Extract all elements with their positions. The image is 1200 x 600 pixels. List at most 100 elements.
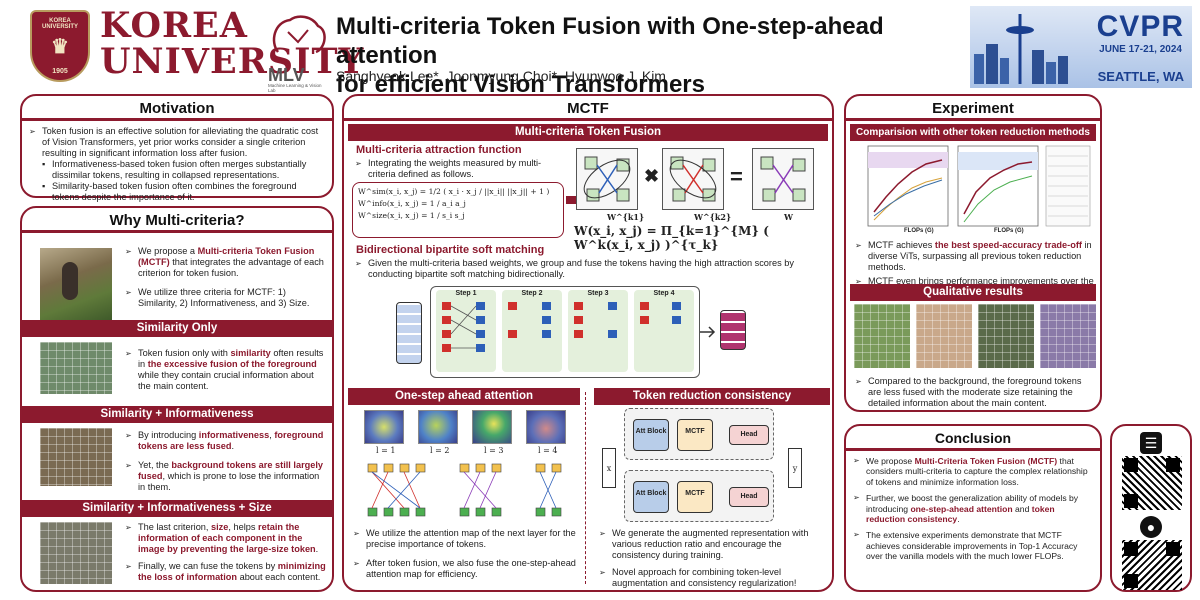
- motivation-panel: Motivation Token fusion is an effective …: [20, 94, 334, 202]
- conference-date: JUNE 17-21, 2024: [1099, 44, 1182, 55]
- equals-sign: =: [730, 164, 743, 189]
- seal-year: 1905: [52, 68, 68, 75]
- attention-maps: [364, 410, 574, 454]
- conclusion-panel: Conclusion We propose Multi-Criteria Tok…: [844, 424, 1102, 592]
- qualitative-image-1: [854, 304, 910, 368]
- input-tokens: [396, 302, 422, 364]
- qualitative-image-3: [978, 304, 1034, 368]
- motivation-point: Token fusion is an effective solution fo…: [26, 126, 324, 159]
- eq-main: W(x_i, x_j) = Π_{k=1}^{M} ( W^k(x_i, x_j…: [574, 224, 769, 252]
- weight-graph-combined: [752, 148, 814, 210]
- plot1-xlabel: FLOPs (G): [904, 228, 934, 234]
- output-y: y: [788, 448, 802, 488]
- qualitative-image-4: [1040, 304, 1096, 368]
- dog-photo: [40, 248, 112, 320]
- full-criteria-text: The last criterion, size, helps retain t…: [122, 522, 327, 583]
- similarity-informativeness-bar: Similarity + Informativeness: [22, 406, 332, 423]
- divider: [846, 118, 1100, 121]
- wk1-label: W^{k1}: [607, 212, 645, 222]
- lab-name: MLV: [268, 65, 305, 85]
- criteria-equations: W^sim(x_i, x_j) = 1/2 ( x_i · x_j / ||x_…: [352, 182, 564, 238]
- motivation-subpoint: Informativeness-based token fusion often…: [26, 159, 324, 181]
- why-title: Why Multi-criteria?: [109, 212, 245, 229]
- brain-icon: [272, 15, 326, 54]
- layer-label-4: l = 4: [538, 446, 558, 455]
- arrow-icon: [700, 326, 716, 338]
- github-icon: ●: [1140, 516, 1162, 538]
- why-multi-criteria-panel: Why Multi-criteria? We propose a Multi-c…: [20, 206, 334, 592]
- experiment-title: Experiment: [932, 100, 1014, 117]
- paper-qr-code[interactable]: [1122, 456, 1182, 510]
- comparison-point-1: MCTF achieves the best speed-accuracy tr…: [852, 240, 1096, 273]
- w-label: W: [784, 212, 793, 222]
- tiger-icon: ♛: [51, 36, 69, 58]
- conference-name: CVPR: [1096, 10, 1184, 43]
- att-block-2: Att Block: [633, 481, 669, 513]
- eq-similarity: W^sim(x_i, x_j) = 1/2 ( x_i · x_j / ||x_…: [358, 187, 550, 196]
- layer-label-2: l = 2: [430, 446, 450, 455]
- qualitative-text: Compared to the background, the foregrou…: [852, 376, 1096, 409]
- conclusion-point-2: Further, we boost the generalization abi…: [850, 493, 1094, 524]
- why-point-1: We propose a Multi-criteria Token Fusion…: [122, 246, 327, 279]
- title-line1: Multi-criteria Token Fusion with One-ste…: [336, 13, 884, 69]
- motivation-subpoint: Similarity-based token fusion often comb…: [26, 181, 324, 203]
- divider: [846, 448, 1100, 451]
- column-divider: [585, 392, 586, 584]
- mctf-bar: Multi-criteria Token Fusion: [348, 124, 828, 141]
- conclusion-point-1: We propose Multi-Criteria Token Fusion (…: [850, 456, 1094, 487]
- attraction-heading: Multi-criteria attraction function: [356, 144, 522, 156]
- qualitative-bar: Qualitative results: [850, 284, 1096, 301]
- mlv-lab-logo: MLV Machine Learning & Vision Lab: [268, 12, 330, 93]
- input-x: x: [602, 448, 616, 488]
- consistency-point-1: We generate the augmented representation…: [596, 528, 828, 561]
- similarity-info-size-bar: Similarity + Informativeness + Size: [22, 500, 332, 517]
- attention-map-1: [364, 410, 404, 444]
- consistency-point-2: Novel approach for combining token-level…: [596, 567, 828, 589]
- similarity-token-map: [40, 342, 112, 394]
- weight-graph-k2: [662, 148, 724, 210]
- consistency-text: We generate the augmented representation…: [596, 528, 828, 589]
- output-tokens: [720, 310, 746, 350]
- attraction-text: Integrating the weights measured by mult…: [352, 158, 562, 180]
- comparison-bar: Comparision with other token reduction m…: [850, 124, 1096, 141]
- conclusion-body: We propose Multi-Criteria Token Fusion (…: [846, 451, 1100, 562]
- eq-size: W^size(x_i, x_j) = 1 / s_i s_j: [358, 211, 465, 220]
- plot2-xlabel: FLOPs (G): [994, 228, 1024, 234]
- conclusion-point-3: The extensive experiments demonstrate th…: [850, 530, 1094, 561]
- university-line1: KOREA: [100, 5, 248, 46]
- conclusion-title: Conclusion: [934, 430, 1012, 446]
- similarity-only-bar: Similarity Only: [22, 320, 332, 337]
- one-step-text: We utilize the attention map of the next…: [350, 528, 580, 580]
- mctf-block-1: MCTF: [677, 419, 713, 451]
- token-columns: [442, 302, 681, 352]
- multiply-icon: ✖: [644, 166, 660, 186]
- cvpr-logo: CVPR JUNE 17-21, 2024 SEATTLE, WA: [970, 6, 1192, 88]
- title-line2: for efficient Vision Transformers: [336, 71, 705, 98]
- similarity-text: Token fusion only with similarity often …: [122, 348, 327, 392]
- motivation-body: Token fusion is an effective solution fo…: [22, 121, 332, 203]
- one-step-point-1: We utilize the attention map of the next…: [350, 528, 580, 550]
- conference-location: SEATTLE, WA: [1097, 69, 1184, 84]
- mctf-panel: MCTF Multi-criteria Token Fusion Multi-c…: [342, 94, 834, 592]
- github-qr-code[interactable]: [1122, 540, 1182, 590]
- branch-2: Att Block MCTF Head: [624, 470, 774, 522]
- one-step-point-2: After token fusion, we also fuse the one…: [350, 558, 580, 580]
- experiment-panel: Experiment Comparision with other token …: [844, 94, 1102, 412]
- full-criteria-token-map: [40, 522, 112, 584]
- similarity-info-text: By introducing informativeness, foregrou…: [122, 430, 327, 493]
- attention-flow-diagram: [367, 463, 562, 517]
- mctf-block-2: MCTF: [677, 481, 713, 513]
- steps-container: [430, 286, 700, 378]
- bipartite-matching-diagram: Step 1 Step 2 Step 3 Step 4: [396, 286, 786, 382]
- seattle-skyline-icon: [974, 14, 1068, 84]
- layer-label-1: l = 1: [376, 446, 396, 455]
- qualitative-image-2: [916, 304, 972, 368]
- divider: [344, 118, 832, 121]
- consistency-diagram: x Att Block MCTF Head Att Block MCTF Hea…: [602, 408, 822, 524]
- layer-label-3: l = 3: [484, 446, 504, 455]
- attention-map-3: [472, 410, 512, 444]
- comparison-plots: [867, 145, 1091, 227]
- one-step-bar: One-step ahead attention: [348, 388, 580, 405]
- head-2: Head: [729, 487, 769, 507]
- divider: [22, 118, 332, 121]
